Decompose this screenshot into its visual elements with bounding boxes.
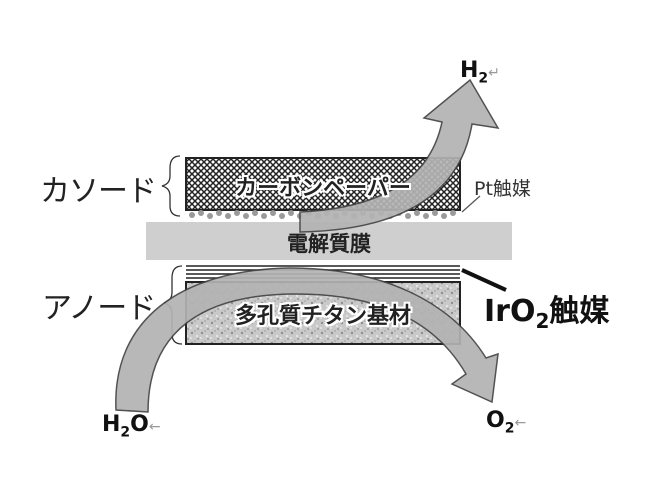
h2-main: H (460, 58, 479, 83)
o2-label: O2← (486, 408, 526, 436)
carbon-paper-label: カーボンペーパー (235, 176, 411, 201)
anode-label: アノード (42, 291, 156, 326)
iro2-catalyst-label: IrO2触媒 (484, 286, 609, 333)
iro2-subscript: 2 (535, 309, 550, 333)
o2-main: O (486, 408, 505, 433)
titanium-label: 多孔質チタン基材 (234, 304, 411, 329)
cathode-flow-arrow (299, 78, 500, 233)
iro2-suffix: 触媒 (549, 294, 610, 329)
h2-label: H2↵ (460, 58, 500, 86)
return-mark-icon: ↵ (488, 65, 500, 81)
membrane-label: 電解質膜 (287, 232, 371, 256)
h2o-main: H (102, 412, 121, 437)
iro2-leader-line (461, 268, 507, 292)
pt-leader-line (461, 195, 481, 213)
cathode-brace (161, 155, 181, 217)
h2-sub: 2 (478, 70, 489, 87)
iro2-prefix: IrO (484, 294, 536, 329)
pt-catalyst-label: Pt触媒 (474, 178, 531, 200)
left-arrow-mark-icon-2: ← (514, 415, 527, 431)
left-arrow-mark-icon: ← (148, 419, 161, 435)
o2-sub: 2 (504, 420, 515, 437)
h2o-label: H2O← (102, 412, 161, 440)
h2o-sub: 2 (120, 424, 131, 441)
cathode-label: カソード (40, 174, 157, 209)
h2o-tail: O (130, 412, 149, 437)
anode-flow-arrow (115, 267, 499, 413)
